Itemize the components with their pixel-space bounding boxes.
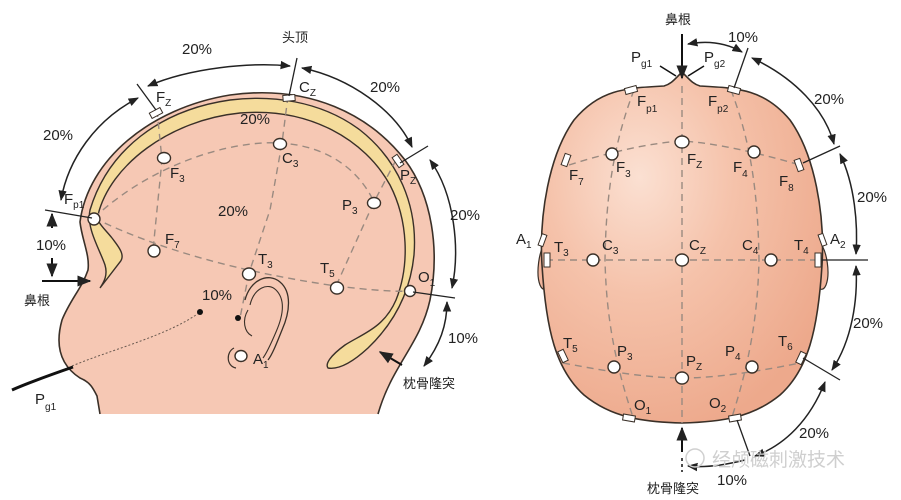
label-o1: O1 (418, 269, 436, 289)
label-c3: C3 (282, 150, 299, 170)
top-view: 10% 20% 20% 20% 20% 10% 鼻根 枕骨隆突 Pg1 Pg2 … (516, 12, 887, 497)
label-fz: FZ (156, 89, 171, 109)
pct-pz-o1: 20% (450, 207, 480, 224)
ear-inner (249, 286, 283, 359)
electrode-c3-top (586, 253, 600, 267)
skull-band (88, 97, 416, 369)
label-fp2-top: Fp2 (708, 93, 729, 115)
label-t5-top: T5 (563, 335, 578, 355)
pct-inner-mid: 20% (218, 203, 248, 220)
electrode-f3-top (605, 147, 619, 161)
label-fp1-top: Fp1 (637, 93, 658, 115)
electrode-cz-top (674, 253, 690, 267)
label-f3-top: F3 (616, 159, 631, 180)
label-fp1: Fp1 (64, 191, 85, 211)
wechat-icon (685, 448, 705, 468)
top-surface-markers (537, 84, 828, 423)
landmark-nasion-side: 鼻根 (24, 293, 50, 309)
electrode-c4-top (764, 253, 778, 267)
label-t4-top: T4 (794, 237, 809, 257)
top-ticks (733, 47, 868, 457)
label-f4-top: F4 (733, 159, 748, 180)
label-fz-top: FZ (687, 151, 702, 171)
side-head-skin (59, 92, 435, 415)
label-p4-top: P4 (725, 343, 741, 363)
electrode-f4-top (747, 145, 761, 159)
pct-f8-t4: 20% (857, 189, 887, 206)
pg1-lead (11, 365, 74, 392)
pct-t4-t6: 20% (853, 315, 883, 332)
electrode-fp1 (87, 212, 101, 226)
electrode-fz-top (674, 135, 690, 149)
side-dotted-line (71, 311, 201, 367)
label-cz-top: CZ (689, 237, 706, 257)
pct-preauricular: 10% (202, 287, 232, 304)
pct-fp1-fz: 20% (43, 127, 73, 144)
watermark-text: 经颅磁刺激技术 (712, 449, 845, 471)
landmark-vertex: 头顶 (282, 31, 308, 46)
side-view: 20% 20% 20% 20% 10% 10% 20% 20% 10% 头顶 鼻… (11, 31, 480, 415)
label-f8-top: F8 (779, 173, 794, 194)
pct-fz-cz: 20% (182, 41, 212, 58)
pct-o2-inion: 10% (717, 472, 747, 489)
label-pg2-top: Pg2 (704, 49, 726, 70)
label-p3-top: P3 (617, 343, 633, 363)
label-pz: PZ (400, 167, 416, 187)
side-straight-arrows (42, 212, 403, 366)
pct-nasion-fp1: 10% (36, 237, 66, 254)
ear-outline (244, 277, 290, 361)
label-cz: CZ (299, 79, 316, 99)
side-guide-lines (93, 95, 411, 319)
electrode-o1 (403, 284, 417, 298)
label-o2-top: O2 (709, 395, 727, 415)
label-p3: P3 (342, 197, 358, 217)
landmark-inion-side: 枕骨隆突 (403, 376, 455, 392)
pct-nasion-fp2: 10% (728, 29, 758, 46)
electrode-p4-top (745, 360, 759, 374)
electrode-pz-top (674, 371, 690, 385)
electrode-p3 (366, 196, 382, 210)
top-arcs (686, 38, 861, 472)
label-f7-top: F7 (569, 167, 584, 188)
electrode-t3 (241, 267, 257, 281)
label-f3: F3 (170, 165, 185, 185)
label-pg1-top: Pg1 (631, 49, 653, 70)
label-a1: A1 (253, 351, 269, 371)
landmark-inion-top: 枕骨隆突 (647, 481, 699, 497)
label-f7: F7 (165, 231, 180, 251)
label-c4-top: C4 (742, 237, 759, 257)
pct-fp2-f8: 20% (814, 91, 844, 108)
pct-inner-top: 20% (240, 111, 270, 128)
electrode-p3-top (607, 360, 621, 374)
electrode-f3 (156, 151, 172, 165)
top-nose-arrows (659, 34, 705, 472)
label-t3-top: T3 (554, 239, 569, 259)
electrode-c3 (272, 137, 288, 151)
label-pz-top: PZ (686, 353, 702, 373)
electrode-f7 (147, 244, 161, 258)
pct-cz-pz: 20% (370, 79, 400, 96)
watermark: 经颅磁刺激技术 (685, 448, 845, 471)
label-c3-top: C3 (602, 237, 619, 257)
label-t5: T5 (320, 260, 335, 280)
label-t3: T3 (258, 251, 273, 271)
pct-o1-inion: 10% (448, 330, 478, 347)
side-ticks (44, 57, 456, 299)
top-electrodes (586, 135, 778, 385)
electrode-a1 (234, 349, 248, 363)
label-t6-top: T6 (778, 333, 793, 353)
pct-t6-o2: 20% (799, 425, 829, 442)
side-arcs (58, 60, 459, 367)
label-a2-top: A2 (830, 231, 846, 251)
landmark-nasion-top: 鼻根 (665, 12, 691, 28)
side-electrodes (87, 137, 417, 363)
electrode-t5 (329, 281, 345, 295)
label-o1-top: O1 (634, 397, 652, 417)
label-a1-top: A1 (516, 231, 532, 251)
label-pg1: Pg1 (35, 391, 57, 413)
